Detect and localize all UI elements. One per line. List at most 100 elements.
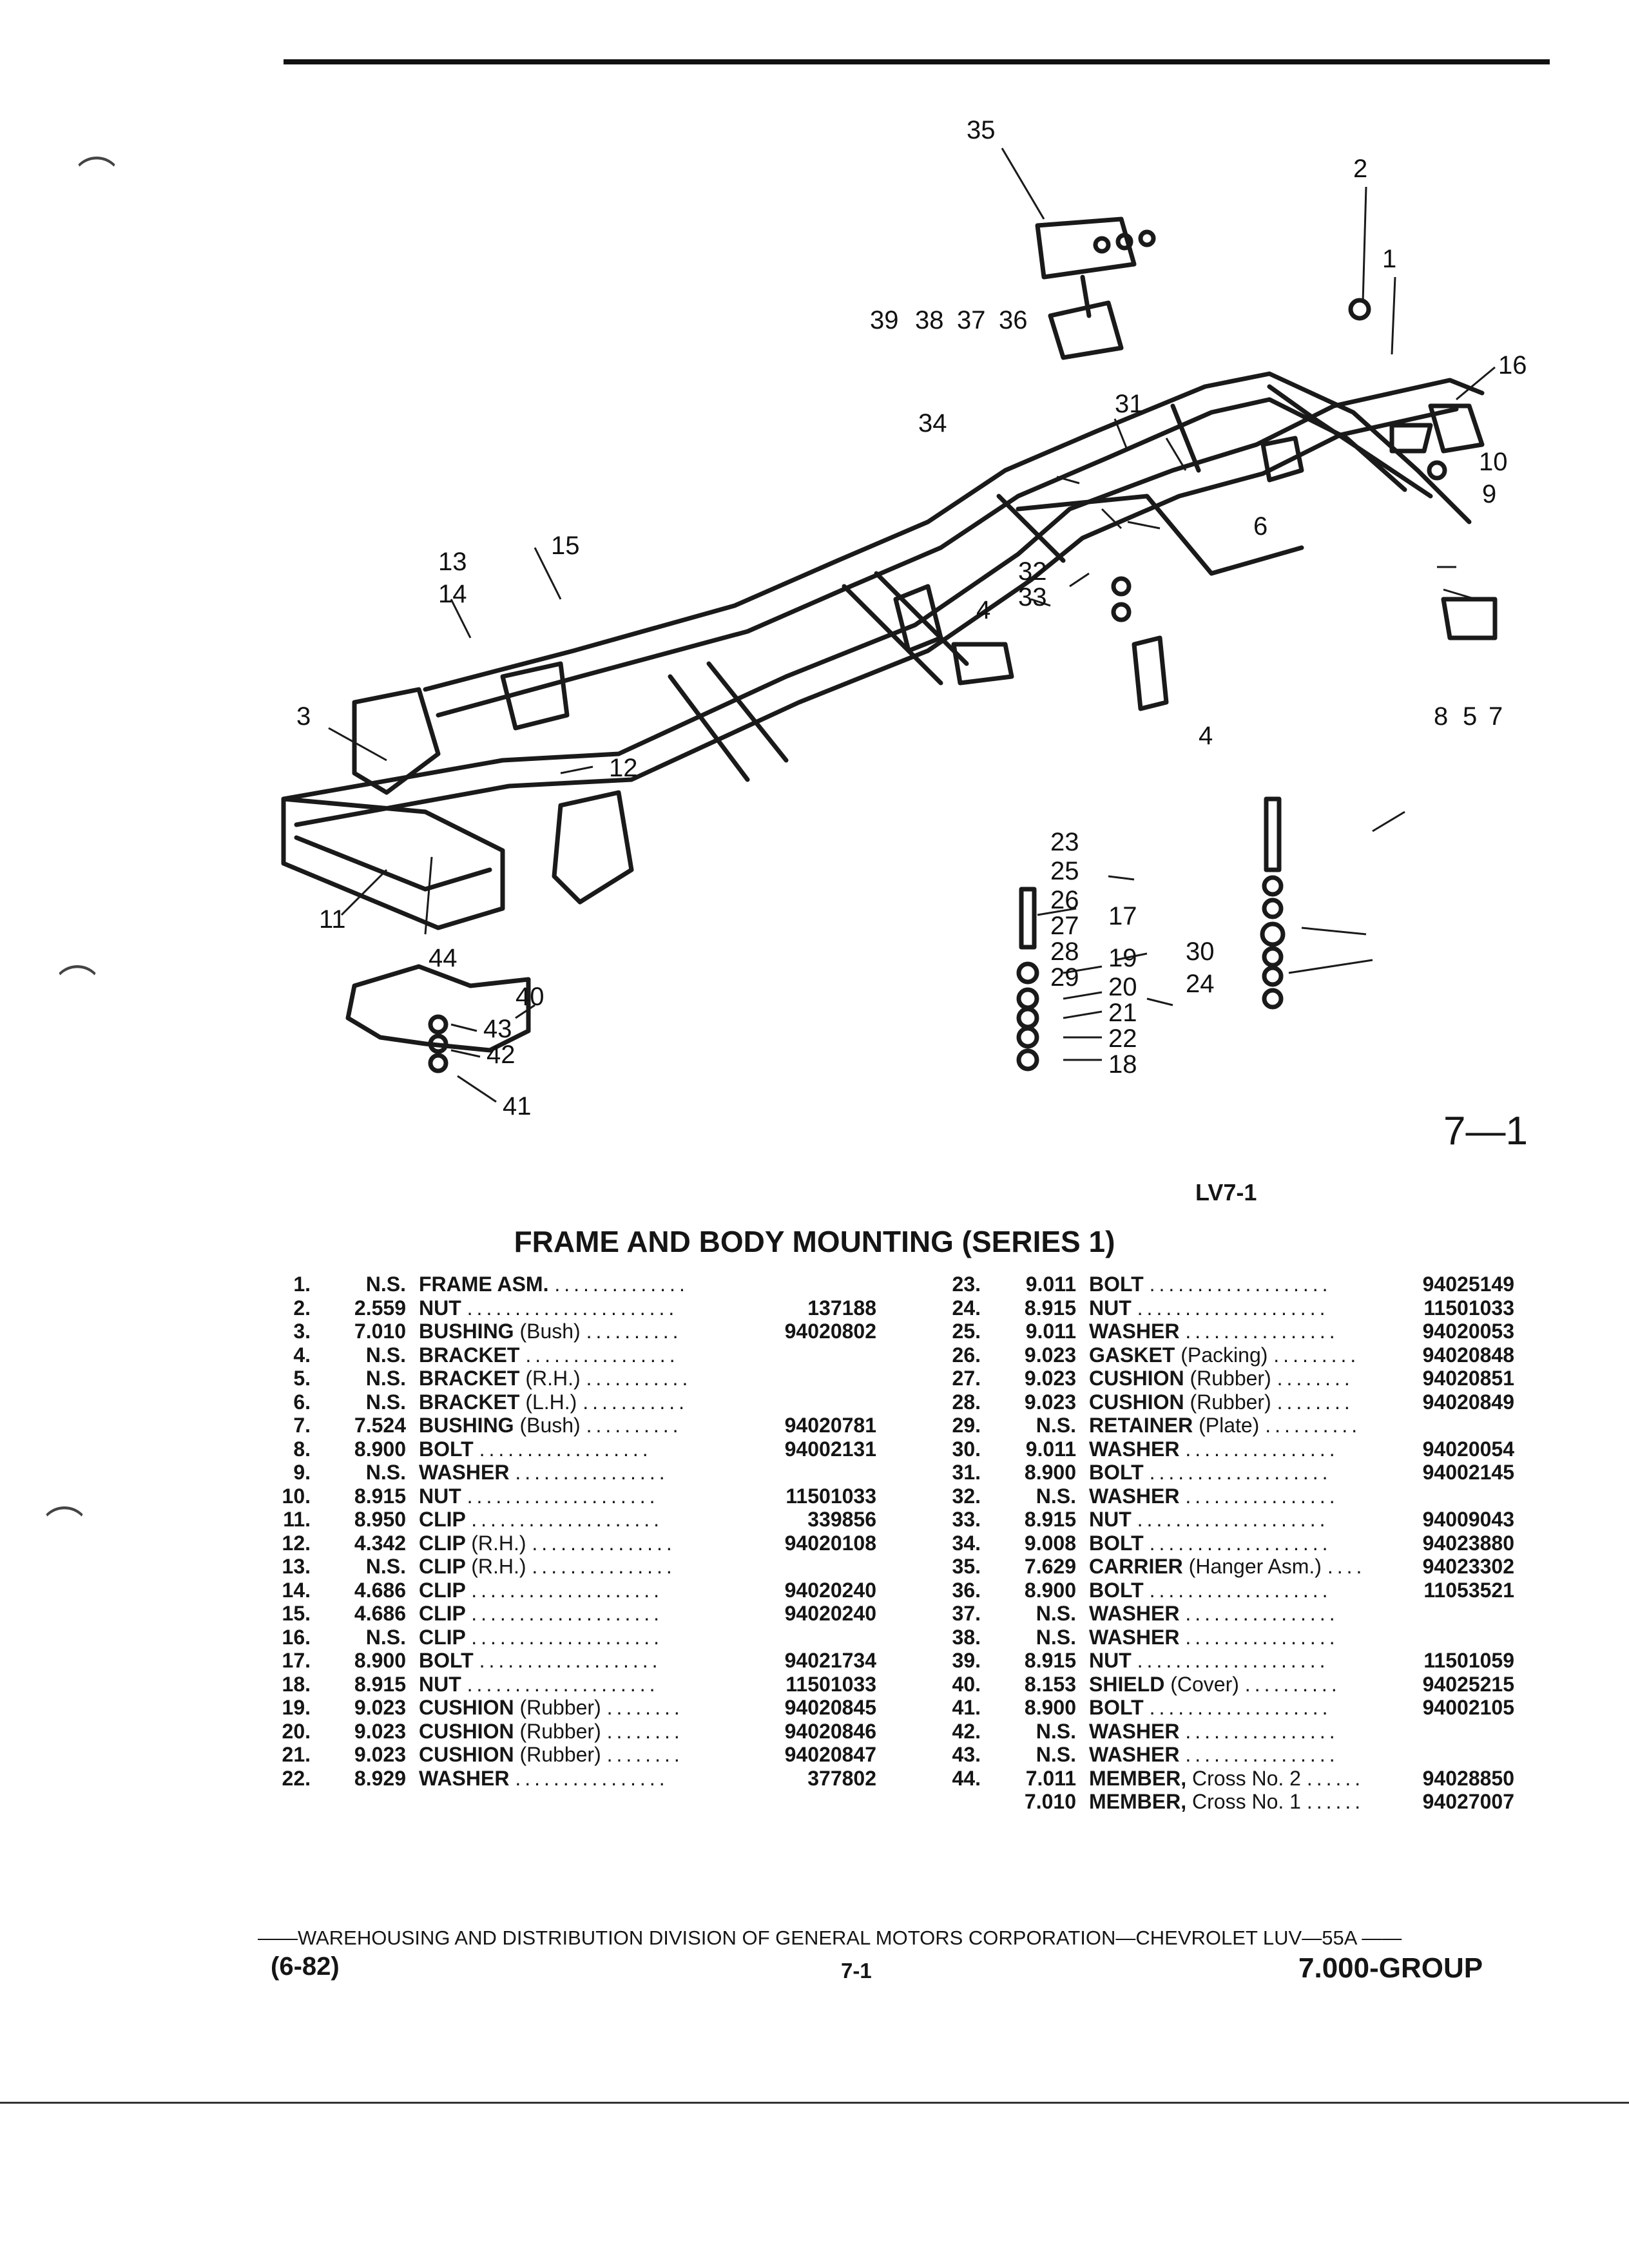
parts-list-row: 43.N.S.WASHER ................ xyxy=(928,1743,1514,1767)
part-qualifier: (Bush) xyxy=(519,1414,581,1437)
washer-stack xyxy=(1016,1006,1039,1030)
item-index: 17. xyxy=(282,1649,311,1672)
catalog-group: 9.011 xyxy=(1025,1273,1076,1296)
catalog-group: N.S. xyxy=(365,1625,406,1649)
leader-dots: .................... xyxy=(1137,1508,1329,1531)
callout-14: 14 xyxy=(438,580,467,608)
callout-9: 9 xyxy=(1482,480,1496,508)
item-index: 21. xyxy=(282,1743,311,1766)
leader-dots: ............... xyxy=(532,1531,676,1555)
cross-member xyxy=(1170,403,1201,473)
leader-dots: .................... xyxy=(471,1508,664,1531)
leader-dots: ................... xyxy=(1149,1273,1332,1296)
leader-dots: ........ xyxy=(606,1696,684,1719)
leader-dots: ...... xyxy=(1306,1790,1365,1813)
parts-list-row: 32.N.S.WASHER ................ xyxy=(928,1485,1514,1508)
parts-list-row: 9.N.S.WASHER ................ xyxy=(258,1461,876,1485)
spring-hanger xyxy=(1428,403,1485,454)
callout-3: 3 xyxy=(296,702,311,731)
part-name: CLIP xyxy=(419,1602,466,1625)
leader-dots: .......... xyxy=(586,1414,682,1437)
punch-mark: ⌒ xyxy=(77,154,116,199)
frame-exploded-diagram: 35 2 1 39 38 37 36 16 31 34 10 9 6 15 32… xyxy=(281,116,1527,1120)
leader-dots: ................ xyxy=(515,1766,669,1790)
part-name: NUT xyxy=(1089,1508,1132,1531)
leader-dots: ........... xyxy=(586,1367,692,1390)
item-index: 33. xyxy=(952,1508,981,1531)
callout-20: 20 xyxy=(1108,973,1137,1001)
part-name: GASKET xyxy=(1089,1343,1175,1367)
part-qualifier: (Rubber) xyxy=(519,1719,601,1743)
part-number: 11501033 xyxy=(786,1672,876,1696)
part-qualifier: Cross No. 2 xyxy=(1192,1766,1301,1790)
part-number: 94020108 xyxy=(784,1531,876,1555)
catalog-group: 7.629 xyxy=(1024,1555,1076,1578)
part-description: BOLT .................. xyxy=(419,1437,785,1461)
part-number: 94027007 xyxy=(1422,1790,1514,1813)
item-index: 5. xyxy=(293,1367,311,1390)
washer-stack xyxy=(1138,229,1156,247)
part-name: WASHER xyxy=(1089,1484,1180,1508)
part-name: BRACKET xyxy=(419,1390,520,1414)
callout-37: 37 xyxy=(957,306,986,334)
heat-shield xyxy=(345,964,531,1053)
item-index: 28. xyxy=(952,1390,981,1414)
leader-dots: .................... xyxy=(467,1484,659,1508)
catalog-group: N.S. xyxy=(365,1461,406,1484)
part-description: CLIP (R.H.) ............... xyxy=(419,1532,785,1555)
part-number: 94020781 xyxy=(784,1414,876,1437)
part-qualifier: (Packing) xyxy=(1181,1343,1268,1367)
carrier-hanger-rod xyxy=(1080,274,1092,318)
cross-member xyxy=(874,571,969,666)
leader-dots: ........ xyxy=(1277,1367,1354,1390)
part-description: GASKET (Packing) ......... xyxy=(1089,1343,1423,1367)
part-name: BOLT xyxy=(1089,1273,1144,1296)
parts-list-row: 16.N.S.CLIP .................... xyxy=(258,1626,876,1649)
part-description: BOLT ................... xyxy=(419,1649,785,1673)
part-qualifier: Cross No. 1 xyxy=(1192,1790,1301,1813)
washer-stack xyxy=(1093,236,1111,254)
cross-member xyxy=(668,674,750,782)
catalog-group: 8.153 xyxy=(1024,1672,1076,1696)
leader-dots: .......... xyxy=(1244,1672,1341,1696)
catalog-group: 9.023 xyxy=(1024,1390,1076,1414)
leader-dots: ................... xyxy=(1149,1461,1332,1484)
part-description: BOLT ................... xyxy=(1089,1461,1423,1485)
part-name: BOLT xyxy=(419,1437,474,1461)
catalog-group: 8.915 xyxy=(1024,1296,1076,1320)
catalog-group: 8.900 xyxy=(1024,1696,1076,1719)
washer-stack xyxy=(428,1033,448,1054)
catalog-group: 9.023 xyxy=(354,1719,406,1743)
parts-list-row: 5.N.S.BRACKET (R.H.) ........... xyxy=(258,1367,876,1390)
callout-5: 5 xyxy=(1463,702,1477,731)
callout-29: 29 xyxy=(1050,963,1079,992)
leader-dots: .......... xyxy=(1265,1414,1362,1437)
part-number: 377802 xyxy=(807,1766,876,1790)
part-name: NUT xyxy=(1089,1296,1132,1320)
nut-10 xyxy=(1427,460,1447,481)
item-index: 42. xyxy=(952,1719,981,1743)
body-mount-bracket xyxy=(500,661,570,731)
washer-stack xyxy=(1260,921,1286,947)
part-number: 94020848 xyxy=(1422,1343,1514,1367)
body-mount-bracket xyxy=(1260,436,1304,483)
callout-24: 24 xyxy=(1186,970,1215,998)
callout-33: 33 xyxy=(1018,583,1047,611)
catalog-group: 9.023 xyxy=(1024,1367,1076,1390)
part-name: BUSHING xyxy=(419,1320,514,1343)
parts-list-row: 6.N.S.BRACKET (L.H.) ........... xyxy=(258,1390,876,1414)
parts-list-row: 38.N.S.WASHER ................ xyxy=(928,1626,1514,1649)
part-qualifier: (R.H.) xyxy=(471,1555,526,1578)
catalog-group: N.S. xyxy=(1036,1602,1076,1625)
carrier-hanger-plate xyxy=(1048,300,1124,360)
part-description: WASHER ................ xyxy=(419,1461,870,1485)
part-name: WASHER xyxy=(1089,1719,1180,1743)
part-qualifier: (Rubber) xyxy=(519,1696,601,1719)
part-number: 94028850 xyxy=(1422,1766,1514,1790)
part-description: BRACKET ................ xyxy=(419,1343,870,1367)
part-description: WASHER ................ xyxy=(1089,1320,1423,1343)
